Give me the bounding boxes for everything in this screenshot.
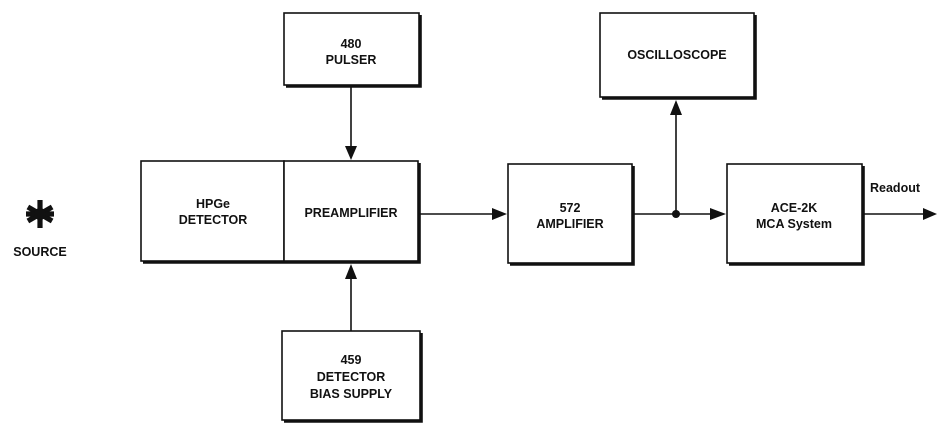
readout-label: Readout xyxy=(870,181,921,195)
amplifier-label-line2: AMPLIFIER xyxy=(536,217,603,231)
bias-label-line3: BIAS SUPPLY xyxy=(310,387,393,401)
oscilloscope-block: OSCILLOSCOPE xyxy=(599,12,757,100)
oscilloscope-label: OSCILLOSCOPE xyxy=(627,48,726,62)
hpge-label-line1: HPGe xyxy=(196,197,230,211)
bias-label-line2: DETECTOR xyxy=(317,370,386,384)
bias-label-line1: 459 xyxy=(341,353,362,367)
hpge-detector-box xyxy=(140,160,285,262)
readout-arrow xyxy=(864,208,937,220)
preamplifier-label: PREAMPLIFIER xyxy=(304,206,397,220)
hpge-label-line2: DETECTOR xyxy=(179,213,248,227)
bias-supply-block: 459 DETECTOR BIAS SUPPLY xyxy=(281,330,423,423)
mca-box xyxy=(726,163,863,264)
mca-label-line2: MCA System xyxy=(756,217,832,231)
source-label: SOURCE xyxy=(13,245,66,259)
preamp-to-amplifier-arrow xyxy=(418,208,507,220)
pulser-box xyxy=(283,12,420,86)
pulser-label-line2: PULSER xyxy=(326,53,377,67)
oscilloscope-box xyxy=(599,12,755,98)
amplifier-block: 572 AMPLIFIER xyxy=(507,163,635,266)
detector-preamp-block: HPGe DETECTOR PREAMPLIFIER xyxy=(140,160,421,264)
mca-block: ACE-2K MCA System xyxy=(726,163,865,266)
bias-supply-box xyxy=(281,330,421,421)
pulser-to-preamp-arrow xyxy=(345,86,357,160)
junction-to-oscilloscope-arrow xyxy=(670,100,682,218)
source-group: SOURCE xyxy=(13,200,67,259)
pulser-block: 480 PULSER xyxy=(283,12,422,88)
preamplifier-box xyxy=(283,160,419,262)
asterisk-source-icon xyxy=(26,200,54,228)
amplifier-box xyxy=(507,163,633,264)
amplifier-label-line1: 572 xyxy=(560,201,581,215)
mca-label-line1: ACE-2K xyxy=(771,201,818,215)
bias-to-preamp-arrow xyxy=(345,264,357,331)
pulser-label-line1: 480 xyxy=(341,37,362,51)
